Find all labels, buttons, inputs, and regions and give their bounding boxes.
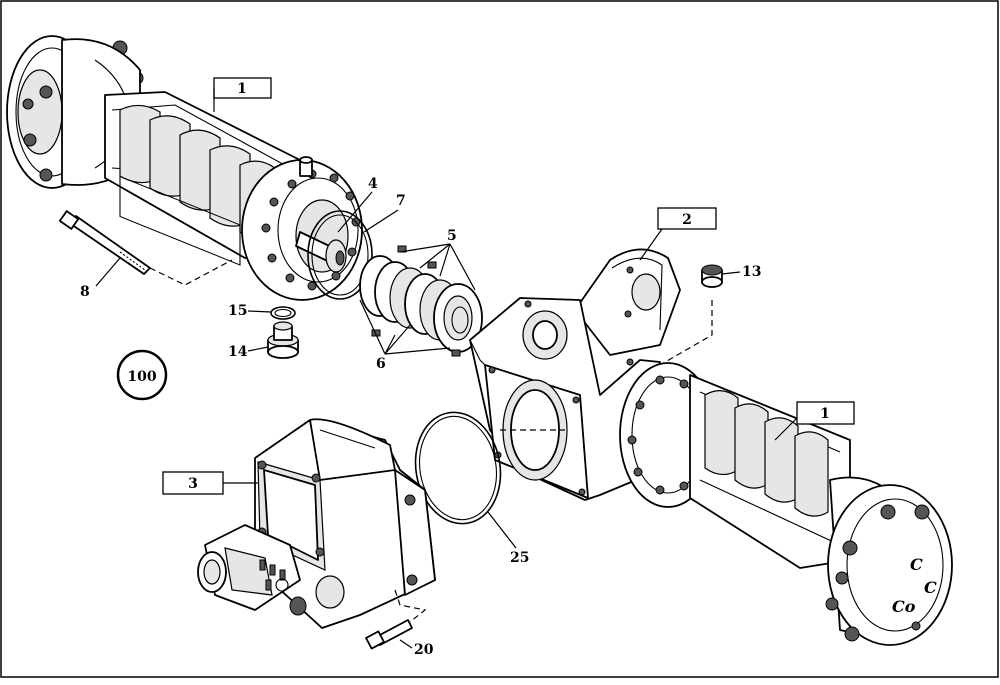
callout-6: 6 <box>376 356 386 372</box>
callout-20: 20 <box>414 642 434 658</box>
plug-14 <box>267 321 299 359</box>
callout-1-right: 1 <box>820 406 830 422</box>
hub-marking-3: Co <box>892 597 916 616</box>
callout-3: 3 <box>188 476 198 492</box>
callout-100: 100 <box>127 369 156 385</box>
left-axle-arm <box>6 35 363 301</box>
o-ring-25 <box>414 411 502 525</box>
gearbox-unit <box>197 418 436 629</box>
right-axle-arm <box>619 362 953 646</box>
bolt-8-dashed-path <box>149 259 233 286</box>
halfshaft <box>295 231 347 273</box>
callout-2: 2 <box>682 212 692 228</box>
cap-13-dashed-path <box>659 300 713 366</box>
callout-25: 25 <box>510 550 529 566</box>
callout-1-top: 1 <box>237 81 247 97</box>
callout-7: 7 <box>396 193 406 209</box>
callout-8: 8 <box>80 284 90 300</box>
hub-marking-2: C <box>924 578 937 597</box>
washer-15 <box>270 306 296 320</box>
callout-5: 5 <box>447 228 457 244</box>
brake-disc-pack <box>359 245 483 357</box>
callout-13: 13 <box>742 264 761 280</box>
cap-13 <box>701 264 723 288</box>
o-ring-7 <box>307 210 373 300</box>
bolt-20 <box>365 619 413 650</box>
hub-marking-1: C <box>910 555 923 574</box>
callout-15: 15 <box>228 303 247 319</box>
callout-100-circle <box>116 349 168 401</box>
bolt-20-dashed-path <box>394 589 427 623</box>
callout-4: 4 <box>368 176 378 192</box>
bolt-8 <box>58 210 151 275</box>
callout-14: 14 <box>228 344 248 360</box>
